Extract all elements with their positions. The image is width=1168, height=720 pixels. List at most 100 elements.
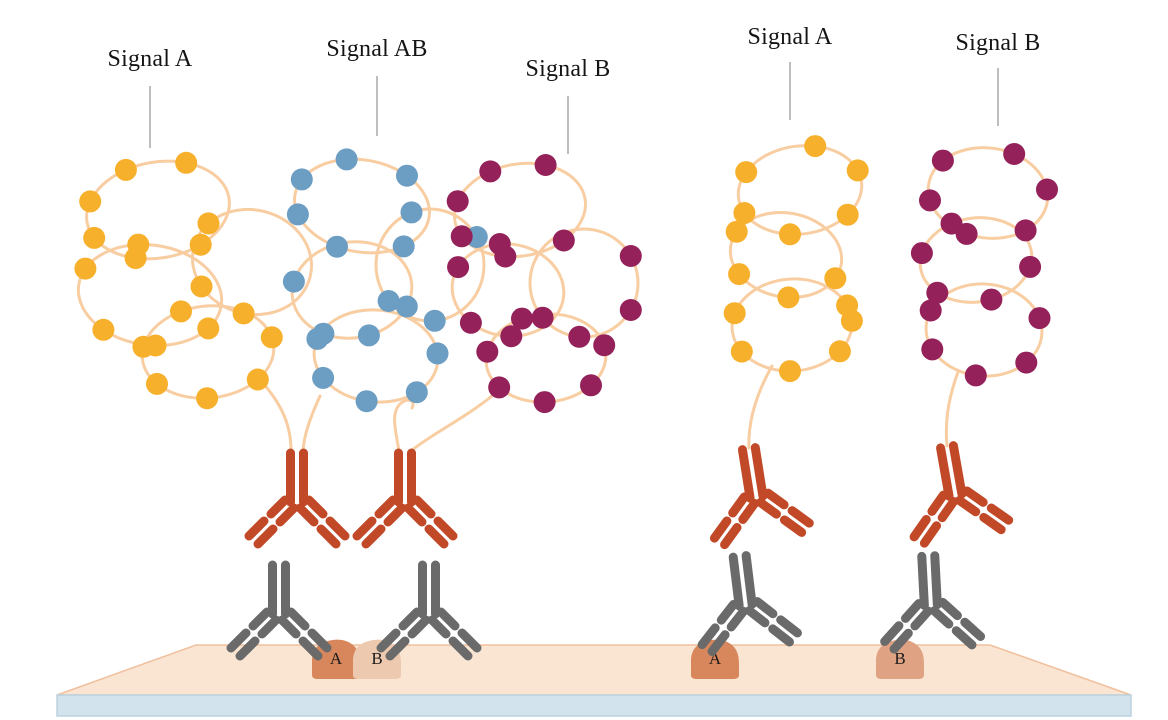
- surface-top-face: [56, 644, 1132, 696]
- dye-dot: [114, 158, 137, 181]
- dye-dot: [730, 340, 753, 363]
- dye-dot: [400, 201, 423, 224]
- dye-dot: [919, 299, 942, 322]
- antigen-b-blob: B: [876, 639, 924, 679]
- dye-dot: [779, 223, 801, 246]
- polymer-signal-b-left: [409, 161, 640, 453]
- dye-dot: [511, 307, 533, 330]
- dye-dot: [459, 311, 482, 334]
- dye-dot: [79, 190, 102, 213]
- signal-label-ab: Signal AB: [326, 36, 428, 62]
- dye-dots-signal-b-right: [910, 143, 1058, 387]
- dye-dot: [531, 306, 554, 329]
- dye-dot: [190, 275, 213, 298]
- dye-dot: [926, 281, 949, 304]
- dye-dot: [1003, 143, 1026, 165]
- dye-dot: [175, 151, 198, 174]
- signal-label-b-left: Signal B: [525, 56, 611, 82]
- dye-dot: [395, 295, 418, 318]
- dye-dot: [964, 364, 987, 387]
- capture-antibody: [231, 565, 327, 656]
- dye-dot: [777, 286, 800, 309]
- dye-dot: [392, 235, 415, 258]
- dye-dot: [446, 190, 469, 213]
- dye-dot: [533, 391, 556, 414]
- dye-dot: [1019, 255, 1042, 278]
- dye-dot: [580, 374, 602, 397]
- dye-dot: [246, 368, 269, 391]
- dye-dot: [335, 148, 358, 171]
- dye-dot: [728, 263, 751, 286]
- dye-dot: [290, 168, 313, 191]
- dye-dot: [479, 160, 502, 183]
- dye-dot: [980, 288, 1003, 311]
- dye-dot: [196, 387, 219, 410]
- dye-dot: [355, 390, 378, 413]
- dye-dot: [735, 161, 758, 184]
- dye-dot: [931, 149, 954, 172]
- dye-dot: [286, 203, 309, 226]
- dye-dot: [260, 326, 283, 349]
- dye-dot: [534, 154, 557, 176]
- capture-antibody: [880, 554, 981, 650]
- antigen-letter: B: [371, 649, 382, 668]
- antigen-b-blob: B: [353, 639, 401, 679]
- antigen-letter: B: [894, 649, 905, 668]
- dye-dots-signal-a-left: [74, 151, 283, 410]
- dye-dot: [593, 334, 616, 357]
- dye-dot: [306, 327, 329, 350]
- dye-dot: [919, 189, 941, 212]
- dye-dot: [92, 318, 115, 341]
- dye-dot: [74, 257, 97, 280]
- dye-dot: [146, 372, 168, 395]
- dye-dot: [450, 225, 473, 248]
- dye-dot: [733, 202, 756, 224]
- detection-antibody: [249, 453, 345, 544]
- dye-dot: [357, 324, 380, 347]
- dye-dot: [804, 135, 827, 158]
- dye-dot: [405, 381, 428, 404]
- dye-dot: [824, 267, 847, 290]
- dye-dot: [476, 340, 499, 363]
- dye-dot: [232, 302, 255, 325]
- dye-dots-signal-ab: [282, 148, 488, 413]
- dye-dot: [910, 242, 933, 265]
- dye-dots-signal-a-right: [723, 135, 869, 383]
- dye-dot: [312, 366, 335, 389]
- dye-dot: [836, 203, 859, 226]
- polymer-signal-a-left: [76, 159, 313, 453]
- surface-front-face: [56, 694, 1132, 717]
- dye-dot: [189, 233, 212, 256]
- dye-dot: [282, 270, 305, 293]
- signal-label-a-right: Signal A: [747, 24, 833, 50]
- dye-dot: [1014, 219, 1037, 242]
- dye-dot: [447, 256, 470, 279]
- free-strand: [393, 398, 415, 453]
- dye-dot: [619, 245, 642, 267]
- dye-dot: [828, 340, 851, 363]
- dye-dot: [170, 300, 192, 323]
- signal-label-a-left: Signal A: [107, 46, 193, 72]
- dye-dot: [197, 317, 220, 340]
- dye-dot: [840, 309, 863, 332]
- dye-dot: [488, 233, 511, 255]
- dye-dot: [552, 229, 575, 252]
- dye-dot: [132, 335, 155, 358]
- dye-dot: [725, 220, 748, 243]
- dye-dots-signal-b-left: [446, 154, 642, 414]
- dye-dot: [779, 360, 801, 383]
- dye-dot: [846, 159, 869, 182]
- dye-dot: [723, 302, 746, 325]
- detection-antibody: [900, 438, 1010, 544]
- dye-dot: [377, 290, 400, 312]
- dye-dot: [1028, 307, 1051, 330]
- signal-label-b-right: Signal B: [955, 30, 1041, 56]
- dye-dot: [83, 226, 106, 249]
- capture-antibody: [692, 551, 798, 653]
- dye-dot: [423, 309, 446, 332]
- dye-dot: [197, 212, 220, 235]
- detection-antibody: [357, 453, 453, 544]
- dye-dot: [127, 233, 150, 256]
